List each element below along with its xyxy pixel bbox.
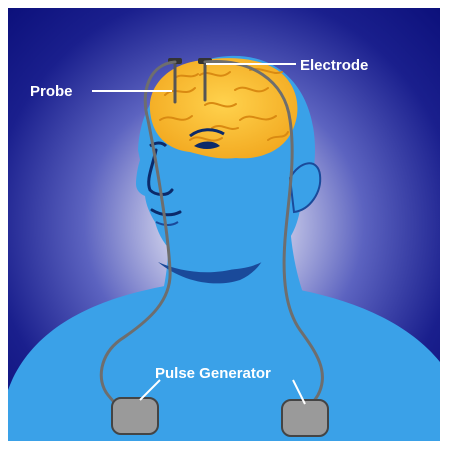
probe-label: Probe: [30, 83, 73, 100]
pulse-generator-label: Pulse Generator: [155, 365, 271, 382]
electrode-label: Electrode: [300, 57, 368, 74]
pulse-generator-right: [282, 400, 328, 436]
pulse-generator-left: [112, 398, 158, 434]
